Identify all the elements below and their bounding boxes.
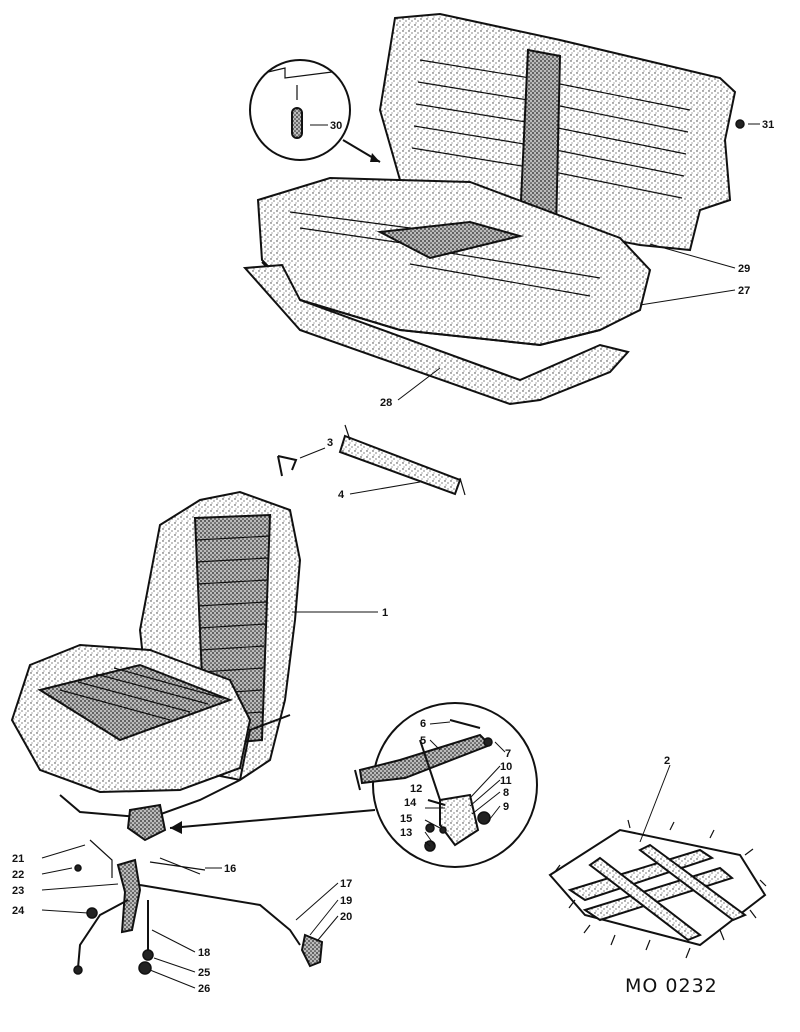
front-cushion-pleats	[59, 667, 223, 721]
strap-4	[338, 434, 462, 496]
callout-27: 27	[738, 285, 750, 297]
rear-back-pleats	[411, 48, 691, 234]
callout-21: 21	[12, 853, 24, 865]
callout-7: 7	[505, 748, 511, 760]
mat-strap-c	[588, 856, 702, 942]
callout-14: 14	[404, 797, 417, 809]
callout-1: 1	[382, 607, 388, 619]
rear-seat-assembly	[242, 12, 737, 406]
callout-8: 8	[503, 787, 509, 799]
callout-5: 5	[420, 735, 426, 747]
callout-3: 3	[327, 437, 333, 449]
callout-12: 12	[410, 783, 422, 795]
knob-20	[300, 933, 324, 968]
leader-29	[649, 243, 736, 269]
callout-19: 19	[340, 895, 352, 907]
callout-15: 15	[400, 813, 412, 825]
seat-adjuster-linkage	[41, 839, 339, 989]
callout-9: 9	[503, 801, 509, 813]
callout-28: 28	[380, 397, 392, 409]
callout-18: 18	[198, 947, 210, 959]
callout-20: 20	[340, 911, 352, 923]
figure-reference-code: MO 0232	[625, 975, 718, 997]
callout-2: 2	[664, 755, 670, 767]
callout-24: 24	[12, 905, 25, 917]
callout-23: 23	[12, 885, 24, 897]
callout-11: 11	[500, 775, 512, 787]
adjuster-lever-23	[116, 858, 142, 934]
callout-13: 13	[400, 827, 412, 839]
callout-labels: 1 2 3 4 5 6 7 8 9 10 11 12 13 14 15 16 1…	[12, 119, 774, 995]
callout-26: 26	[198, 983, 210, 995]
callout-16: 16	[224, 863, 236, 875]
front-seat-assembly	[10, 490, 378, 842]
adjuster-rod	[139, 884, 301, 946]
mat-hooks	[553, 819, 767, 959]
pin-30	[291, 107, 303, 139]
callout-29: 29	[738, 263, 750, 275]
rear-seat-pan	[242, 263, 630, 406]
callout-30: 30	[330, 120, 342, 132]
recline-mechanism-detail	[169, 702, 538, 868]
callout-22: 22	[12, 869, 24, 881]
callout-4: 4	[338, 489, 345, 501]
callout-31: 31	[762, 119, 774, 131]
seat-strap-bracket	[277, 424, 466, 496]
clip-31	[735, 119, 760, 129]
leader-27	[639, 289, 736, 306]
mat-strap-d	[638, 843, 748, 922]
leader-2	[639, 764, 671, 843]
adjuster-handle	[77, 899, 129, 969]
seat-spring-mat	[548, 764, 767, 959]
seat-base-bracket	[126, 803, 167, 842]
leader-28	[397, 367, 441, 401]
hook-3	[277, 455, 298, 477]
spring-16	[149, 857, 206, 875]
callout-10: 10	[500, 761, 512, 773]
mechanism-detail-circle	[372, 702, 538, 868]
pin-detail-inset	[249, 59, 381, 163]
callout-17: 17	[340, 878, 352, 890]
pivot-plate	[439, 793, 480, 847]
callout-25: 25	[198, 967, 210, 979]
callout-6: 6	[420, 718, 426, 730]
